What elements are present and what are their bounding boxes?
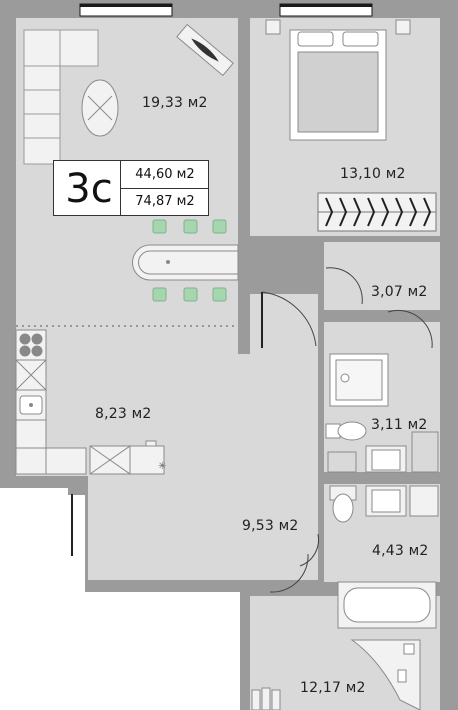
windows	[79, 3, 373, 17]
tv-stand	[176, 23, 234, 77]
wardrobe	[317, 192, 437, 232]
closet-floor	[322, 240, 440, 310]
double-bed	[265, 19, 411, 141]
area-bottom-room: 12,17 м2	[300, 680, 366, 696]
stove	[15, 329, 47, 361]
svg-text:✳: ✳	[158, 461, 166, 472]
total-area: 74,87 м2	[135, 194, 195, 209]
hallway-floor	[88, 294, 318, 580]
bottom-room-details	[251, 639, 421, 710]
area-kitchen: 8,23 м2	[95, 406, 152, 422]
area-bathroom-1: 3,11 м2	[371, 417, 428, 433]
apartment-badge: 3с 44,60 м2 74,87 м2	[53, 160, 209, 216]
living-area: 44,60 м2	[135, 167, 195, 182]
bathroom-2-fixtures	[329, 485, 439, 629]
area-living-room: 19,33 м2	[142, 95, 208, 111]
sofa	[23, 29, 99, 165]
doors	[71, 267, 433, 593]
area-hallway: 9,53 м2	[242, 518, 299, 534]
stairs	[251, 687, 281, 710]
apartment-type: 3с	[65, 166, 113, 212]
area-bathroom-2: 4,43 м2	[372, 543, 429, 559]
kitchen-units: ✳	[15, 329, 166, 475]
dining-set	[132, 219, 239, 302]
coffee-table	[81, 79, 119, 137]
area-closet: 3,07 м2	[371, 284, 428, 300]
bathroom-1-fixtures	[325, 353, 439, 473]
area-bedroom: 13,10 м2	[340, 166, 406, 182]
